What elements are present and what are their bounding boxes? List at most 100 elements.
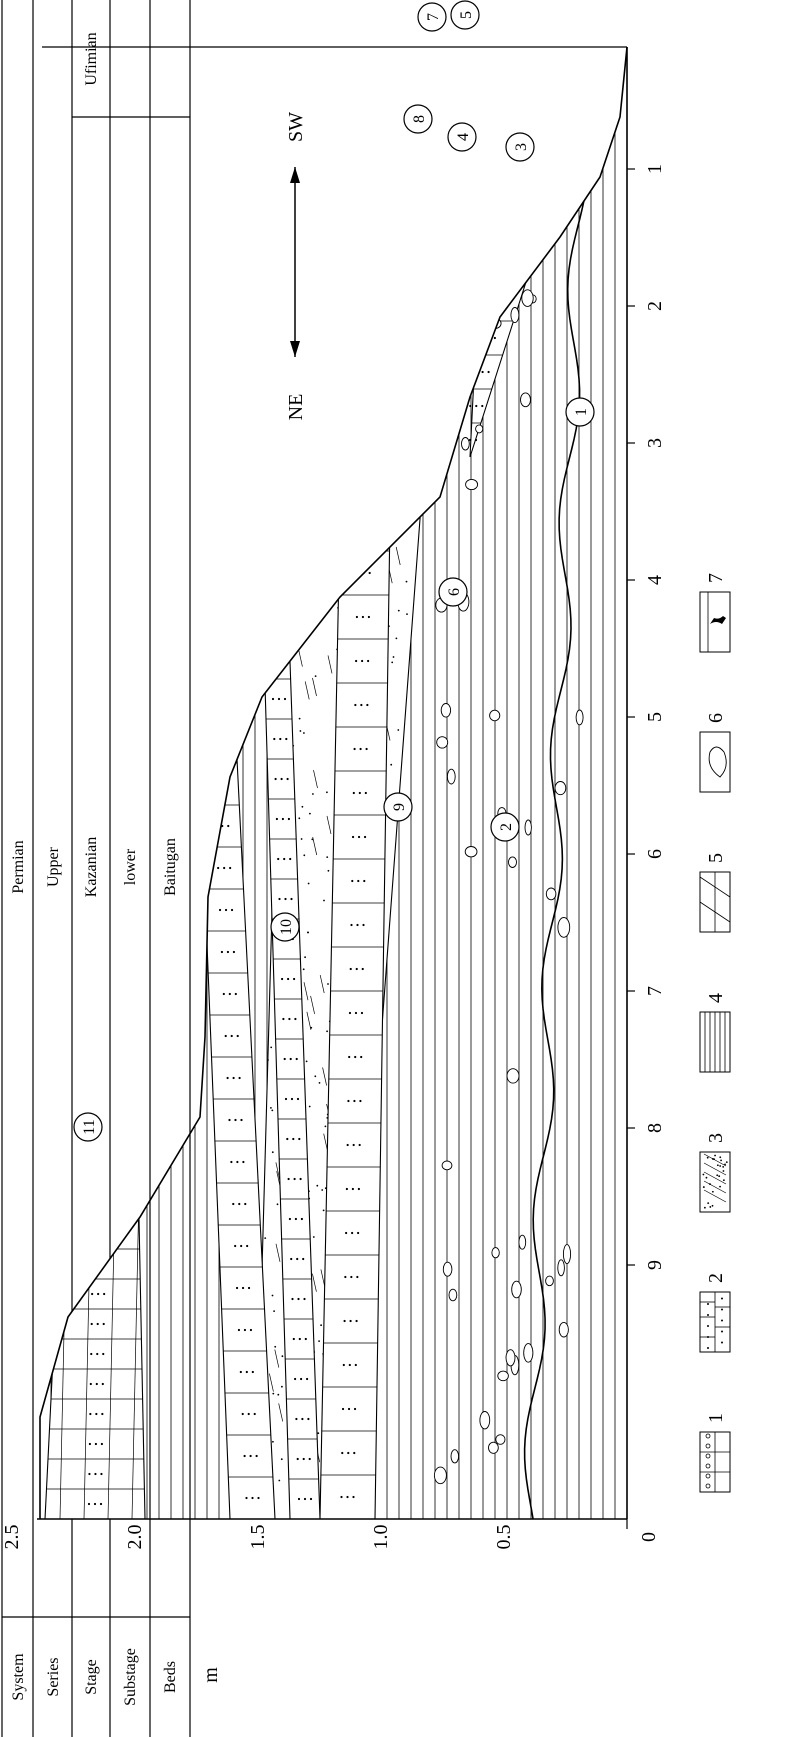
cell-ufimian: Ufimian [83, 32, 100, 85]
bed-number-11: 11 [74, 1113, 102, 1141]
row-label-system: System [10, 1653, 27, 1701]
x-tick-label: 8 [644, 1123, 666, 1133]
concretion [498, 1371, 509, 1381]
svg-text:1: 1 [573, 408, 590, 416]
concretion [442, 1161, 452, 1170]
concretion [496, 293, 506, 306]
legend-number: 7 [705, 573, 727, 583]
concretion [511, 308, 519, 323]
bed-number-3: 3 [506, 133, 534, 161]
concretion [441, 704, 450, 718]
y-axis: m 4.03.53.02.52.01.51.00.50 [0, 1519, 660, 1683]
bed-number-4: 4 [448, 123, 476, 151]
x-tick-label: 9 [644, 1260, 666, 1270]
concretion [559, 1322, 568, 1337]
x-axis: 987654321 [627, 47, 666, 1519]
concretion [476, 425, 483, 433]
legend-number: 5 [705, 853, 727, 863]
concretion [466, 348, 475, 361]
concretion [496, 1435, 505, 1445]
concretion [452, 393, 462, 406]
row-label-stage: Stage [83, 1659, 100, 1695]
bed-number-5: 5 [451, 1, 479, 29]
burrow [487, 175, 524, 187]
direction-left-label: NE [285, 394, 307, 421]
bed-number-1: 1 [566, 398, 594, 426]
row-label-beds: Beds [162, 1661, 179, 1693]
marl-icon [700, 872, 730, 932]
y-tick-label: 2.5 [1, 1525, 23, 1550]
concretion [492, 1248, 499, 1258]
svg-text:10: 10 [278, 919, 295, 935]
concretion [546, 1276, 554, 1286]
x-tick-label: 7 [644, 986, 666, 996]
concretion [576, 710, 583, 725]
svg-text:7: 7 [425, 13, 442, 21]
bed-3-limestone [470, 47, 600, 457]
legend-number: 2 [705, 1273, 727, 1283]
oolitic-limestone-icon [700, 1432, 730, 1492]
concretion [524, 1344, 533, 1363]
concretion [521, 393, 531, 407]
concretion [558, 918, 570, 938]
y-tick-label: 0 [638, 1532, 660, 1542]
cell-baitugan: Baitugan [162, 838, 179, 896]
bed-number-7: 7 [418, 3, 446, 31]
y-axis-unit: m [200, 1667, 222, 1683]
x-tick-label: 5 [644, 712, 666, 722]
concretion [555, 781, 566, 794]
bed-10-upper-band [187, 437, 275, 1519]
x-tick-label: 4 [644, 575, 666, 585]
x-tick-label: 6 [644, 849, 666, 859]
concretion [525, 820, 531, 835]
bed-number-10: 10 [271, 913, 299, 941]
cell-kazanian: Kazanian [83, 837, 100, 897]
concretion-icon [700, 732, 730, 792]
concretion [480, 1412, 490, 1429]
concretion [563, 1245, 570, 1264]
bed-number-8: 8 [404, 105, 432, 133]
legend-number: 4 [705, 993, 727, 1003]
cross-bedded-sandstone-icon [700, 1152, 730, 1212]
legend-number: 6 [705, 713, 727, 723]
concretion [449, 1289, 457, 1301]
concretion [509, 857, 517, 868]
concretion [490, 710, 500, 721]
concretion [558, 1260, 565, 1276]
svg-text:9: 9 [391, 803, 408, 811]
burrow-icon [700, 592, 730, 652]
legend-number: 1 [705, 1413, 727, 1423]
legend: 1234567 [700, 573, 730, 1492]
concretion [434, 1467, 446, 1484]
cross-section [37, 31, 627, 1519]
concretion [506, 1350, 515, 1366]
svg-text:11: 11 [81, 1119, 98, 1134]
y-tick-label: 1.0 [370, 1525, 392, 1550]
concretion [489, 1442, 499, 1453]
concretion [451, 1450, 459, 1463]
sandy-limestone-icon [700, 1292, 730, 1352]
concretion [512, 1281, 522, 1298]
bed-number-6: 6 [439, 578, 467, 606]
y-tick-label: 1.5 [247, 1525, 269, 1550]
svg-text:2: 2 [498, 823, 515, 831]
concretion [443, 1262, 452, 1276]
bed-number-9: 9 [384, 793, 412, 821]
concretion [465, 847, 477, 857]
clay-icon [700, 1012, 730, 1072]
section-body [45, 31, 615, 1519]
row-label-series: Series [45, 1657, 62, 1696]
cell-lower: lower [122, 848, 139, 885]
cell-upper: Upper [45, 846, 62, 887]
concretion [519, 1235, 526, 1249]
bed-number-2: 2 [491, 813, 519, 841]
concretion [437, 737, 448, 748]
svg-text:4: 4 [455, 133, 472, 141]
x-tick-label: 3 [644, 438, 666, 448]
svg-text:3: 3 [513, 143, 530, 151]
concretion [462, 438, 470, 451]
direction-right-label: SW [285, 112, 307, 142]
